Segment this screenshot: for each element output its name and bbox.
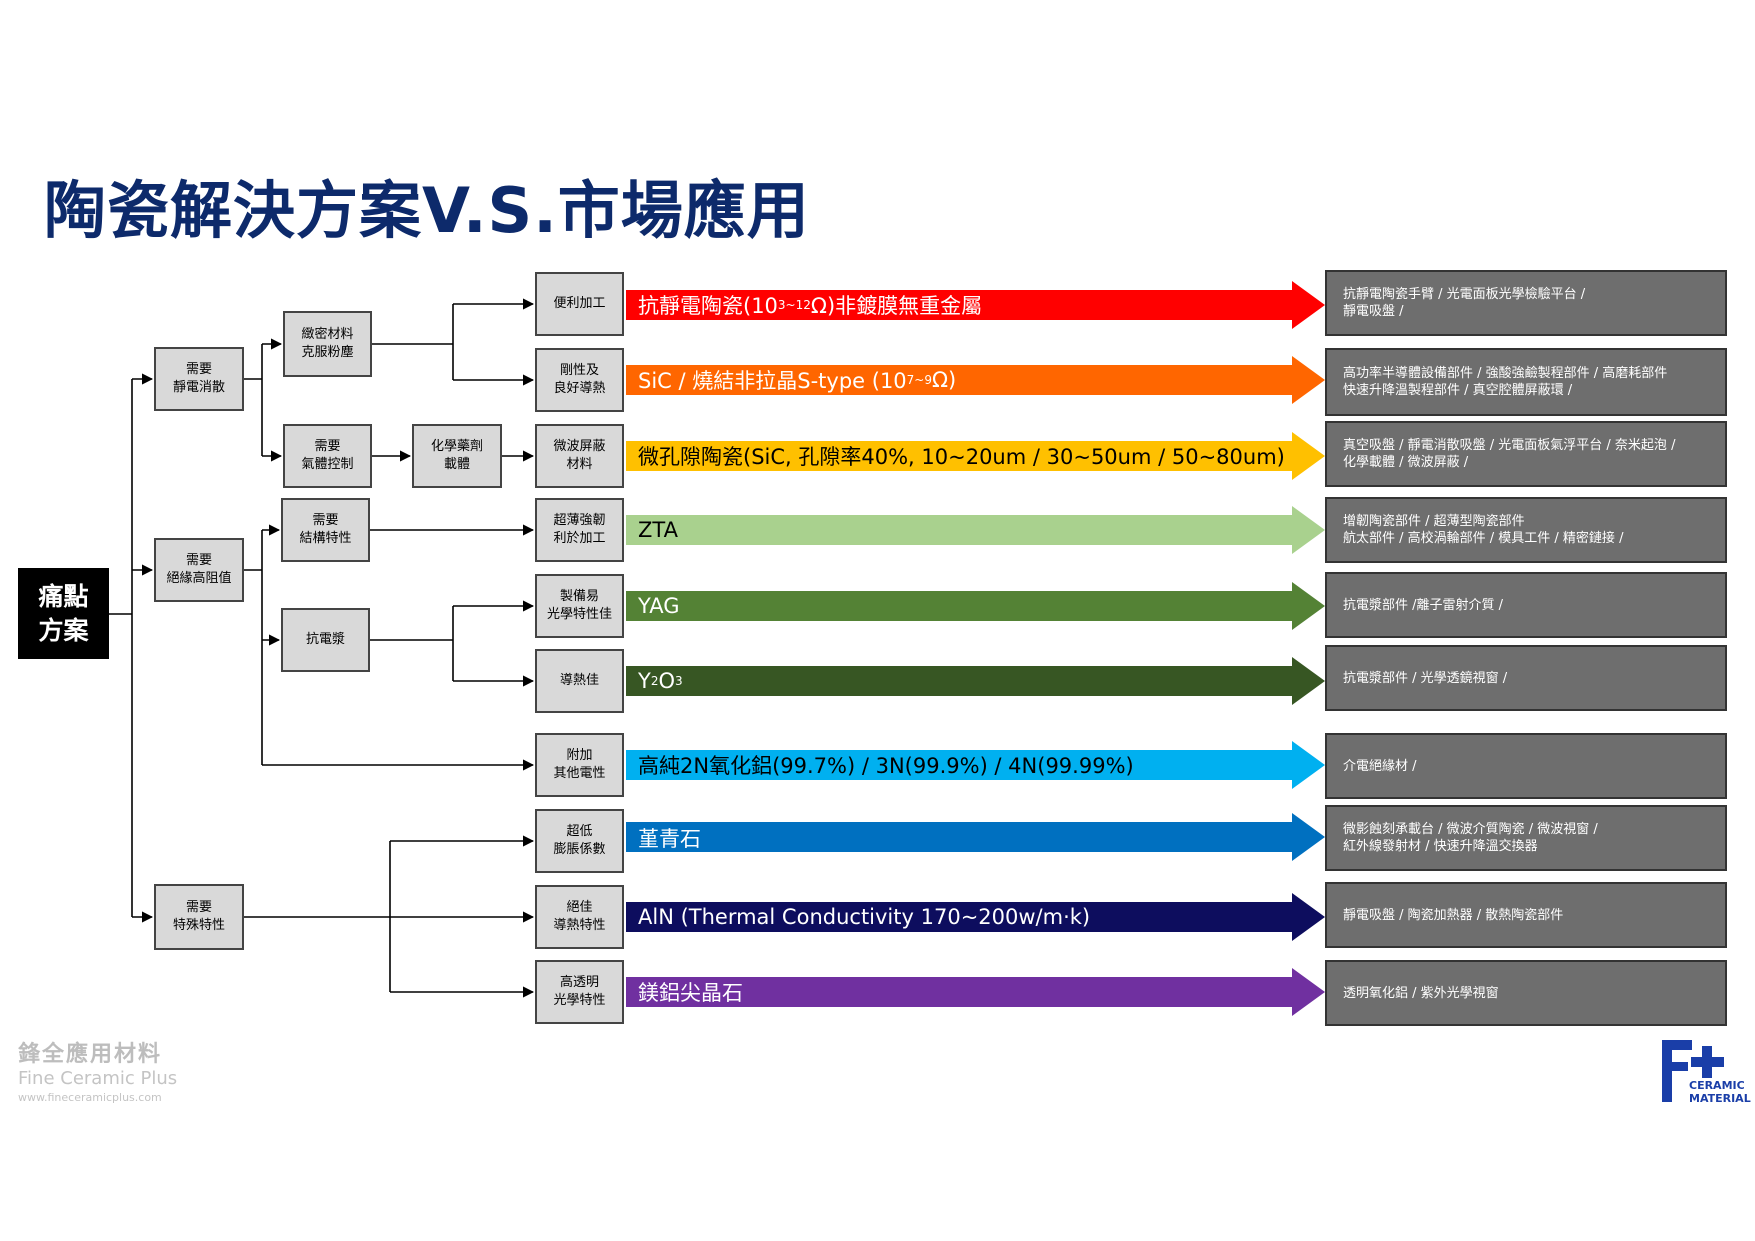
application-box: 真空吸盤 / 靜電消散吸盤 / 光電面板氣浮平台 / 奈米起泡 / 化學載體 /… [1325,421,1727,487]
mid-dense-material: 緻密材料 克服粉塵 [283,311,372,377]
feature-box: 高透明 光學特性 [535,960,624,1024]
application-box: 靜電吸盤 / 陶瓷加熱器 / 散熱陶瓷部件 [1325,882,1727,948]
mid-chem-carrier: 化學藥劑 載體 [412,424,502,488]
material-label-3: ZTA [638,518,678,542]
material-arrow-9 [626,968,1325,1016]
application-box: 透明氧化鋁 / 紫外光學視窗 [1325,960,1727,1026]
material-arrow-1 [626,356,1325,404]
feature-box: 絕佳 導熱特性 [535,885,624,949]
company-name-en: Fine Ceramic Plus [18,1068,178,1089]
feature-box: 微波屏蔽 材料 [535,424,624,488]
mid-structure: 需要 結構特性 [281,498,370,562]
material-arrow-6 [626,741,1325,789]
root-pain-point-box: 痛點 方案 [18,568,109,659]
fcp-logo-icon [1662,1040,1724,1102]
material-arrow-5 [626,657,1325,705]
material-label-7: 堇青石 [638,827,701,851]
material-arrow-8 [626,893,1325,941]
application-box: 高功率半導體設備部件 / 強酸強鹼製程部件 / 高磨耗部件 快速升降溫製程部件 … [1325,348,1727,416]
feature-box: 導熱佳 [535,649,624,713]
material-label-8: AlN (Thermal Conductivity 170~200w/m·k) [638,905,1091,929]
logo-text: CERAMIC MATERIAL [1689,1079,1751,1105]
feature-box: 便利加工 [535,272,624,336]
application-box: 抗電漿部件 / 光學透鏡視窗 / [1325,645,1727,711]
material-label-4: YAG [638,594,680,618]
need-insulation: 需要 絕緣高阻值 [154,538,244,602]
need-special: 需要 特殊特性 [154,884,244,950]
feature-box: 超薄強韌 利於加工 [535,498,624,562]
company-url: www.fineceramicplus.com [18,1091,162,1104]
material-label-2: 微孔隙陶瓷(SiC, 孔隙率40%, 10~20um / 30~50um / 5… [638,445,1285,469]
application-box: 抗電漿部件 /離子雷射介質 / [1325,572,1727,638]
material-label-6: 高純2N氧化鋁(99.7%) / 3N(99.9%) / 4N(99.99%) [638,754,1134,778]
material-label-9: 鎂鋁尖晶石 [638,981,743,1005]
application-box: 微影蝕刻承載台 / 微波介質陶瓷 / 微波視窗 / 紅外線發射材 / 快速升降溫… [1325,805,1727,871]
application-box: 抗靜電陶瓷手臂 / 光電面板光學檢驗平台 / 靜電吸盤 / [1325,270,1727,336]
material-arrow-4 [626,582,1325,630]
need-static-dissipation: 需要 靜電消散 [154,347,244,411]
page-title: 陶瓷解決方案V.S.市場應用 [44,174,810,247]
application-box: 增韌陶瓷部件 / 超薄型陶瓷部件 航太部件 / 高校渦輪部件 / 模具工件 / … [1325,497,1727,563]
feature-box: 剛性及 良好導熱 [535,348,624,412]
feature-box: 超低 膨脹係數 [535,809,624,873]
material-arrow-0 [626,281,1325,329]
material-arrow-3 [626,506,1325,554]
mid-gas-control: 需要 氣體控制 [283,424,372,488]
feature-box: 附加 其他電性 [535,733,624,797]
mid-plasma-resistant: 抗電漿 [281,608,370,672]
application-box: 介電絕緣材 / [1325,733,1727,799]
company-name-zh: 鋒全應用材料 [18,1042,163,1067]
feature-box: 製備易 光學特性佳 [535,574,624,638]
material-arrow-7 [626,813,1325,861]
material-arrow-2 [626,432,1325,480]
